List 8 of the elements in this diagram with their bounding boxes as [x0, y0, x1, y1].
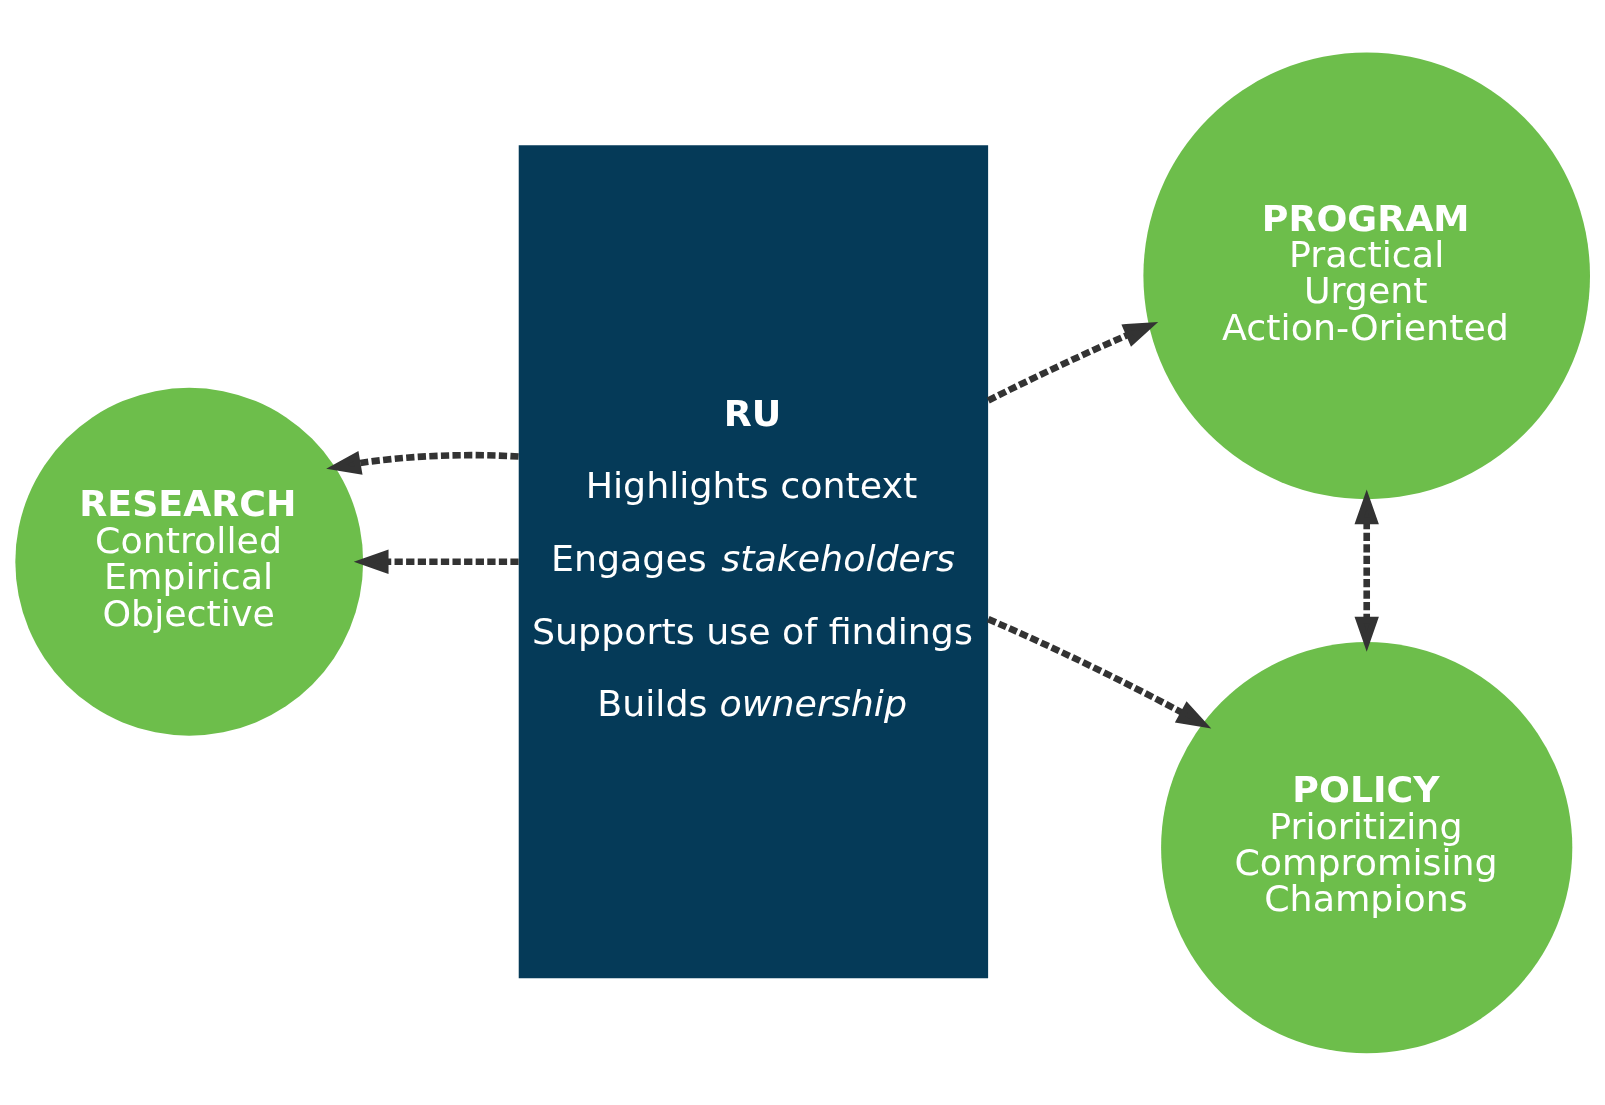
node-box: RU Highlights context Engages stakeholders Supports use of findings Builds ownership	[518, 144, 989, 978]
arrow	[1354, 488, 1379, 652]
node-circle: POLICY Prioritizing Compromising Champions	[1161, 641, 1573, 1053]
arrow	[986, 615, 1212, 729]
node-circle: PROGRAM Practical Urgent Action-Oriented	[1143, 52, 1590, 499]
arrow	[353, 549, 519, 574]
arrow	[326, 450, 519, 475]
arrow	[986, 321, 1159, 403]
